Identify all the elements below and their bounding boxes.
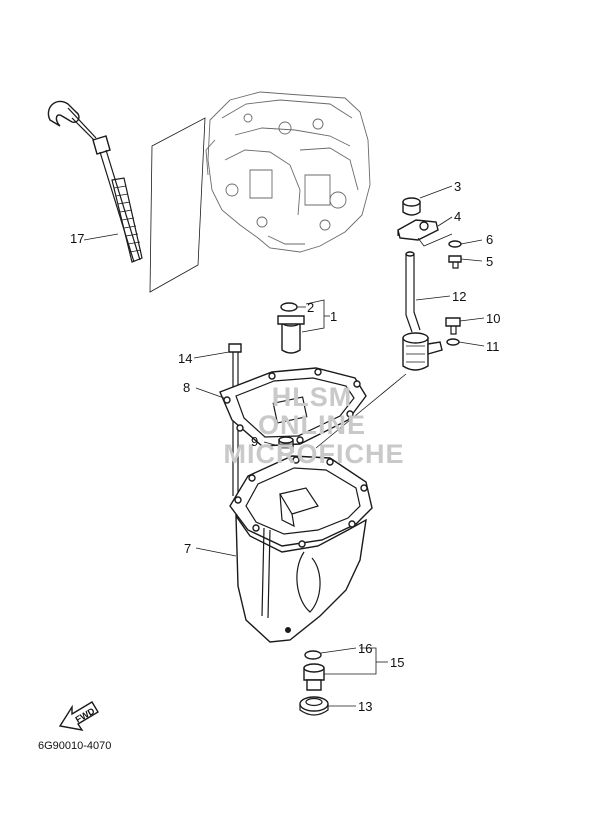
part-7-oil-pan	[229, 455, 373, 643]
dipstick	[47, 100, 143, 263]
leader-lines	[83, 185, 485, 707]
part-10-bolt	[445, 317, 461, 335]
callout-10: 10	[486, 311, 500, 326]
part-11-washer	[446, 338, 460, 346]
callout-9: 9	[251, 434, 258, 449]
callout-8: 8	[183, 380, 190, 395]
watermark-line-3: MICROFICHE	[224, 439, 405, 469]
callout-14: 14	[178, 351, 192, 366]
callout-5: 5	[486, 254, 493, 269]
part-2-o-ring	[280, 302, 298, 312]
part-8-gasket	[219, 367, 367, 447]
callout-17: 17	[70, 231, 84, 246]
part-13-drain-cap	[299, 696, 329, 716]
callout-7: 7	[184, 541, 191, 556]
callout-1: 1	[330, 309, 337, 324]
callout-2: 2	[307, 300, 314, 315]
watermark-line-2: ONLINE	[258, 410, 366, 440]
callout-13: 13	[358, 699, 372, 714]
dipstick-guide-line	[149, 117, 206, 293]
watermark: HLSM ONLINE MICROFICHE	[224, 382, 405, 469]
callout-6: 6	[486, 232, 493, 247]
part-3-plug	[402, 197, 421, 216]
part-1-relief-valve	[277, 315, 305, 354]
callout-16: 16	[358, 641, 372, 656]
part-5-bolt	[448, 255, 462, 269]
part-6-washer	[448, 240, 462, 248]
part-15-drain-plug	[303, 663, 325, 691]
watermark-line-1: HLSM	[272, 382, 353, 412]
engine-block-outline	[205, 91, 371, 253]
part-16-gasket	[304, 650, 322, 660]
callout-labels: 1 2 3 4 5 6 7 8 9 10 11 12 13 14 15 16 1…	[70, 179, 500, 714]
callout-11: 11	[486, 339, 500, 354]
callout-4: 4	[454, 209, 461, 224]
callout-3: 3	[454, 179, 461, 194]
forward-direction-arrow: FWD	[58, 701, 99, 731]
callout-15: 15	[390, 655, 404, 670]
part-9-check-valve	[278, 436, 294, 455]
part-4-bracket	[397, 219, 439, 241]
drawing-code: 6G90010-4070	[38, 740, 111, 752]
part-12-oil-strainer-pipe	[402, 251, 443, 371]
callout-12: 12	[452, 289, 466, 304]
